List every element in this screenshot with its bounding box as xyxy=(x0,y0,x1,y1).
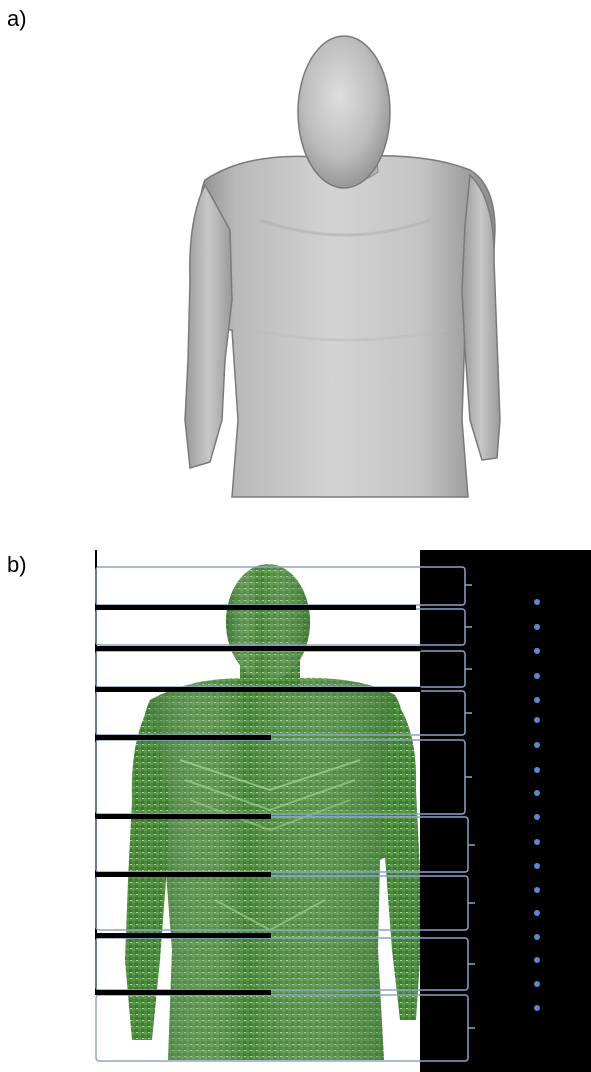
voxel-body xyxy=(125,564,420,1060)
blue-dot xyxy=(534,814,540,820)
blue-dot xyxy=(534,934,540,940)
blue-dot xyxy=(534,790,540,796)
blue-dot xyxy=(534,887,540,893)
blue-dot xyxy=(534,624,540,630)
voxel-slices-figure xyxy=(0,540,591,1072)
blue-dot xyxy=(534,742,540,748)
mannequin-left-arm xyxy=(185,185,232,468)
mannequin-torso xyxy=(200,156,495,497)
blue-dot xyxy=(534,1005,540,1011)
blue-dot xyxy=(534,957,540,963)
blue-dot xyxy=(534,648,540,654)
blue-dot xyxy=(534,767,540,773)
blue-dot xyxy=(534,599,540,605)
gray-mannequin-icon xyxy=(0,0,591,510)
blue-dot xyxy=(534,839,540,845)
blue-dot xyxy=(534,981,540,987)
black-panel xyxy=(420,550,591,1072)
mannequin-head xyxy=(298,36,390,188)
blue-dot xyxy=(534,863,540,869)
blue-dot xyxy=(534,697,540,703)
blue-dot xyxy=(534,910,540,916)
green-voxel-mannequin-icon xyxy=(0,540,591,1072)
gray-mannequin-figure xyxy=(0,0,591,510)
blue-dot xyxy=(534,717,540,723)
blue-dot xyxy=(534,673,540,679)
